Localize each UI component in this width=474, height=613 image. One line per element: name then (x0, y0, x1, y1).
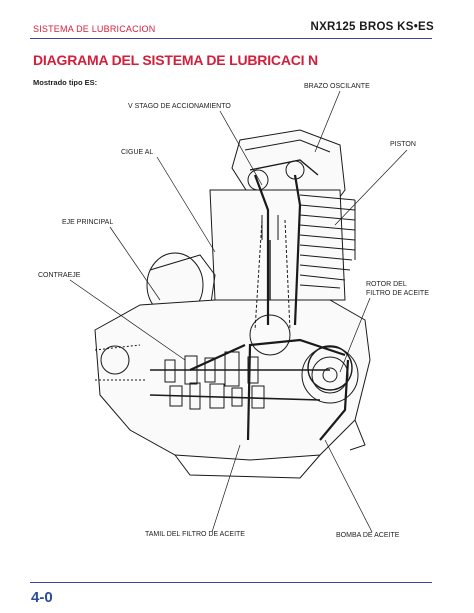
label-rotor-line2: FILTRO DE ACEITE (366, 290, 429, 297)
label-bomba: BOMBA DE ACEITE (336, 532, 400, 539)
engine-drawing (94, 129, 371, 479)
model-header: NXR125 BROS KS•ES (310, 21, 434, 33)
label-rotor-line1: ROTOR DEL (366, 281, 407, 288)
leader-ciguenal (156, 156, 216, 253)
leader-rotor (339, 297, 371, 373)
bottom-rule (30, 582, 432, 583)
label-eje-principal: EJE PRINCIPAL (62, 219, 114, 226)
leader-tamil (211, 444, 241, 533)
leader-piston (334, 149, 408, 226)
leader-brazo (314, 90, 341, 153)
leader-bomba (324, 439, 373, 533)
leader-lines (69, 90, 408, 533)
page-subtitle: Mostrado tipo ES: (33, 78, 98, 87)
leader-vastago (219, 110, 263, 186)
top-rule (30, 38, 432, 39)
label-vastago: V STAGO DE ACCIONAMIENTO (128, 103, 231, 110)
label-piston: PISTON (390, 141, 416, 148)
label-ciguenal: CIGUE AL (121, 149, 154, 156)
label-tamil: TAMIL DEL FILTRO DE ACEITE (145, 531, 245, 538)
leader-contraeje (69, 279, 186, 361)
page-title: DIAGRAMA DEL SISTEMA DE LUBRICACI N (33, 52, 318, 68)
label-contraeje: CONTRAEJE (38, 272, 81, 279)
leader-eje (109, 226, 161, 301)
label-brazo-oscilante: BRAZO OSCILANTE (304, 83, 370, 90)
page-number: 4-0 (31, 589, 53, 606)
section-header: SISTEMA DE LUBRICACION (33, 24, 156, 34)
